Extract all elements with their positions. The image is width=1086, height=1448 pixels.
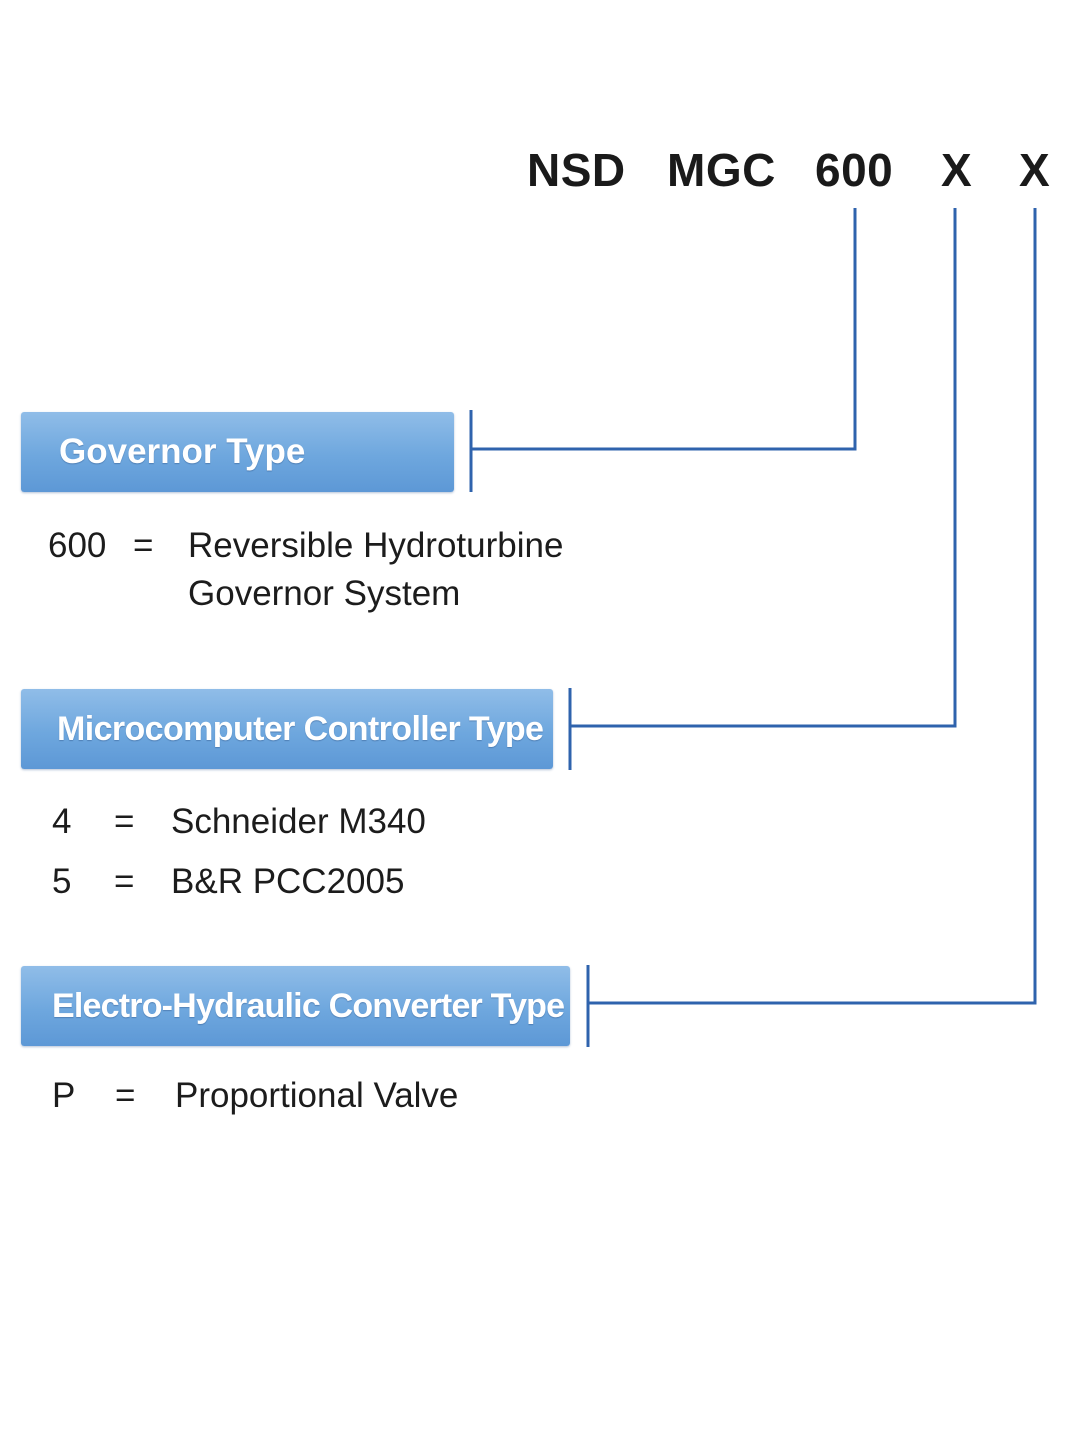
- option-description: Schneider M340: [171, 798, 426, 846]
- option-description: Reversible Hydroturbine Governor System: [188, 522, 563, 618]
- option-description-line: Governor System: [188, 574, 461, 613]
- option-code: 5: [52, 862, 72, 901]
- controller-option-5: 5 = B&R PCC2005: [52, 858, 472, 906]
- option-code: 4: [52, 802, 72, 841]
- converter-option-p: P = Proportional Valve: [52, 1072, 512, 1120]
- option-description-line: Reversible Hydroturbine: [188, 526, 564, 565]
- option-description: B&R PCC2005: [171, 858, 404, 906]
- option-description-line: B&R PCC2005: [171, 862, 405, 901]
- connector-governor: [469, 208, 857, 492]
- converter-type-header: Electro-Hydraulic Converter Type: [21, 966, 570, 1046]
- model-code-part-600: 600: [815, 144, 894, 196]
- controller-option-4: 4 = Schneider M340: [52, 798, 472, 846]
- option-equals: =: [133, 526, 154, 565]
- option-equals: =: [114, 802, 135, 841]
- option-code: 600: [48, 526, 107, 565]
- governor-type-header: Governor Type: [21, 412, 454, 492]
- option-description-line: Schneider M340: [171, 802, 426, 841]
- option-equals: =: [115, 1076, 136, 1115]
- option-description: Proportional Valve: [175, 1072, 458, 1120]
- model-code-part-x-controller: X: [941, 144, 973, 196]
- option-description-line: Proportional Valve: [175, 1076, 459, 1115]
- model-code-part-x-converter: X: [1019, 144, 1051, 196]
- controller-type-header: Microcomputer Controller Type: [21, 689, 553, 769]
- governor-option-600: 600 = Reversible Hydroturbine Governor S…: [48, 522, 608, 622]
- connector-controller: [568, 208, 957, 770]
- option-code: P: [52, 1076, 76, 1115]
- option-equals: =: [114, 862, 135, 901]
- model-code-part-mgc: MGC: [667, 144, 776, 196]
- connector-converter: [586, 208, 1037, 1047]
- model-code-part-nsd: NSD: [527, 144, 626, 196]
